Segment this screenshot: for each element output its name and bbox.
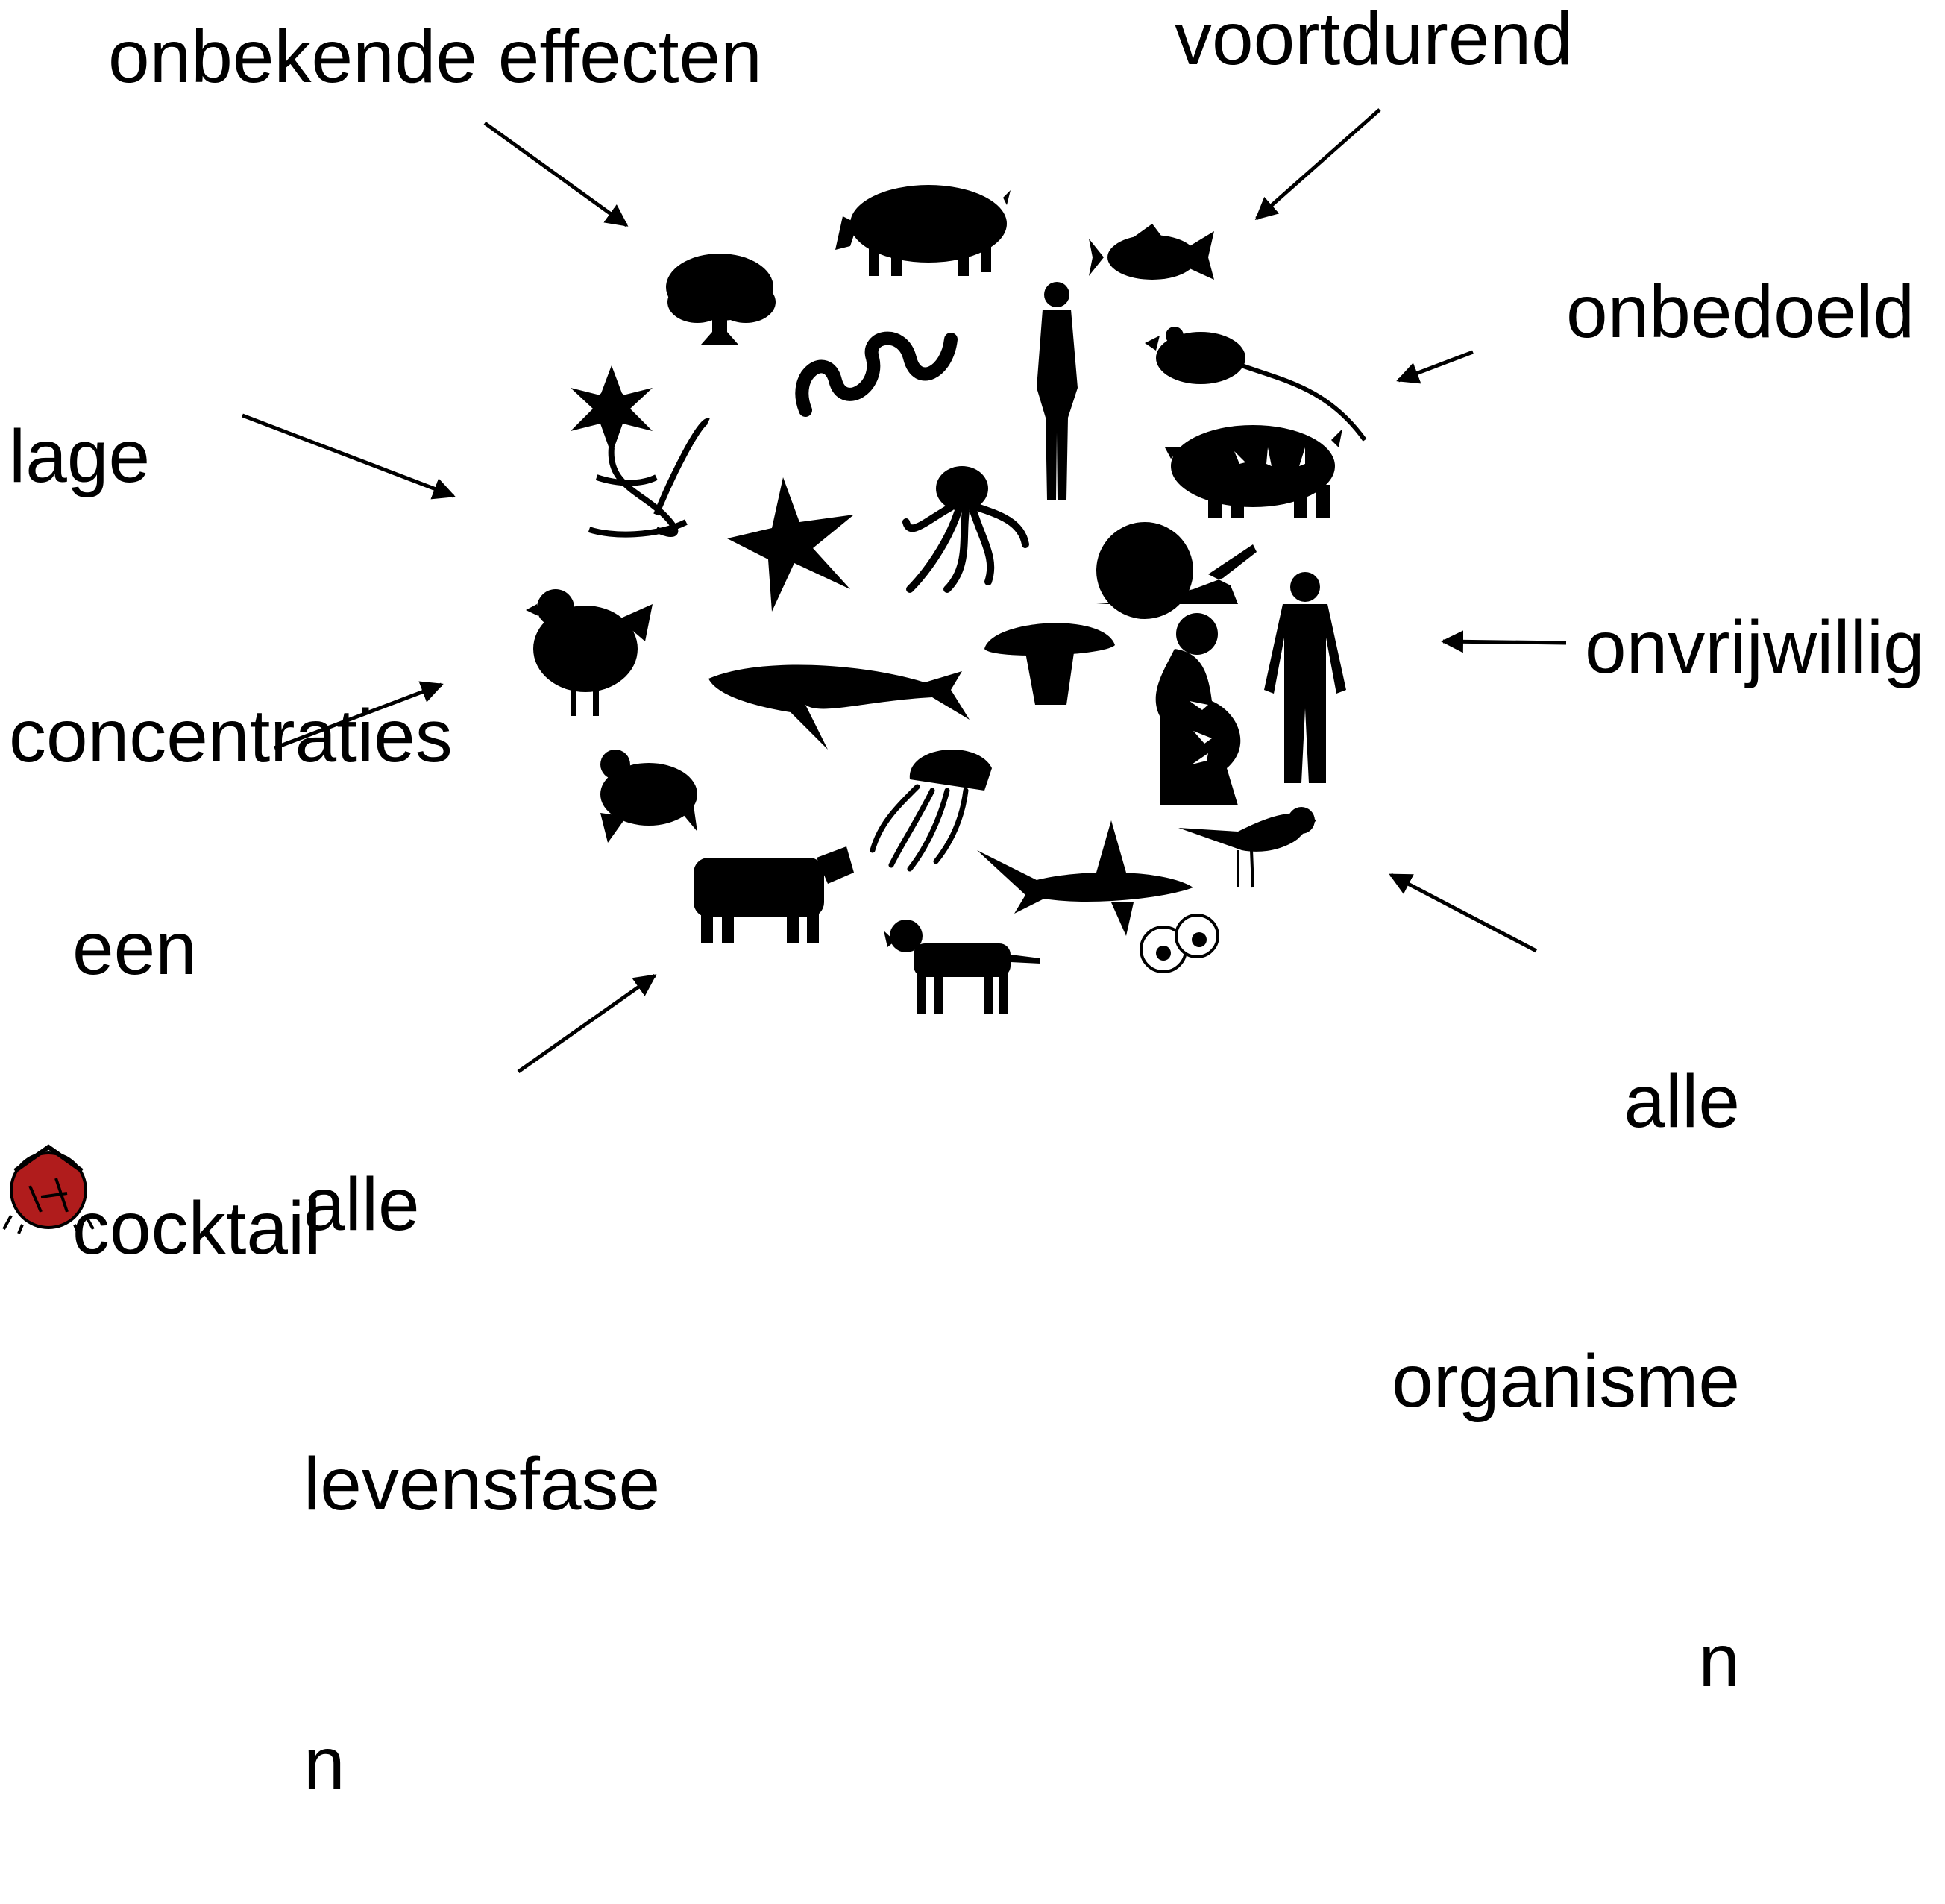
- pig-icon: [835, 185, 1011, 276]
- human-figure-front-icon: [1264, 572, 1346, 783]
- chicken-icon: [526, 589, 653, 716]
- dog-icon: [884, 920, 1040, 1014]
- bird-icon: [1178, 807, 1316, 887]
- label-all-organisms-line2: organisme: [1392, 1335, 1740, 1428]
- label-all-organisms-line1: alle: [1392, 1055, 1740, 1149]
- label-all-life-stages-line2: levensfase: [304, 1438, 660, 1531]
- starfish-icon: [727, 477, 854, 612]
- fish-icon: [1089, 224, 1214, 280]
- snail-icon: [1096, 522, 1257, 619]
- label-cocktail: een cocktail: [72, 716, 321, 1369]
- tree-icon: [666, 254, 776, 345]
- label-all-life-stages-line1: alle: [304, 1158, 660, 1251]
- whale-icon: [708, 664, 970, 750]
- cow-icon: [694, 846, 854, 943]
- label-all-organisms-line3: n: [1392, 1615, 1740, 1708]
- label-continuous: voortdurend: [1175, 0, 1573, 86]
- frog-icon: [600, 750, 697, 843]
- pregnant-woman-icon: [1156, 613, 1241, 805]
- label-unknown-effects: onbekende effecten: [108, 10, 762, 104]
- rat-icon: [1145, 327, 1365, 440]
- label-involuntary: onvrijwillig: [1585, 601, 1925, 694]
- label-unintended: onbedoeld: [1566, 266, 1914, 359]
- label-low-concentrations-line1: lage: [9, 410, 453, 503]
- human-figure-icon: [1037, 282, 1078, 500]
- cells-icon: [1141, 915, 1218, 972]
- label-all-organisms: alle organisme n: [1392, 869, 1740, 1801]
- label-all-life-stages-line3: n: [304, 1718, 660, 1811]
- jellyfish-icon: [873, 750, 992, 869]
- mushroom-icon: [984, 623, 1115, 705]
- octopus-icon: [906, 466, 1025, 589]
- shark-icon: [977, 820, 1193, 936]
- flower-icon: [571, 365, 708, 535]
- snake-icon: [802, 339, 951, 410]
- label-cocktail-line2: cocktail: [72, 1182, 321, 1275]
- pig-exposed-icon: [1165, 425, 1342, 518]
- label-all-life-stages: alle levensfase n: [304, 972, 660, 1904]
- logo-icon: [0, 1141, 97, 1234]
- label-cocktail-line1: een: [72, 902, 321, 996]
